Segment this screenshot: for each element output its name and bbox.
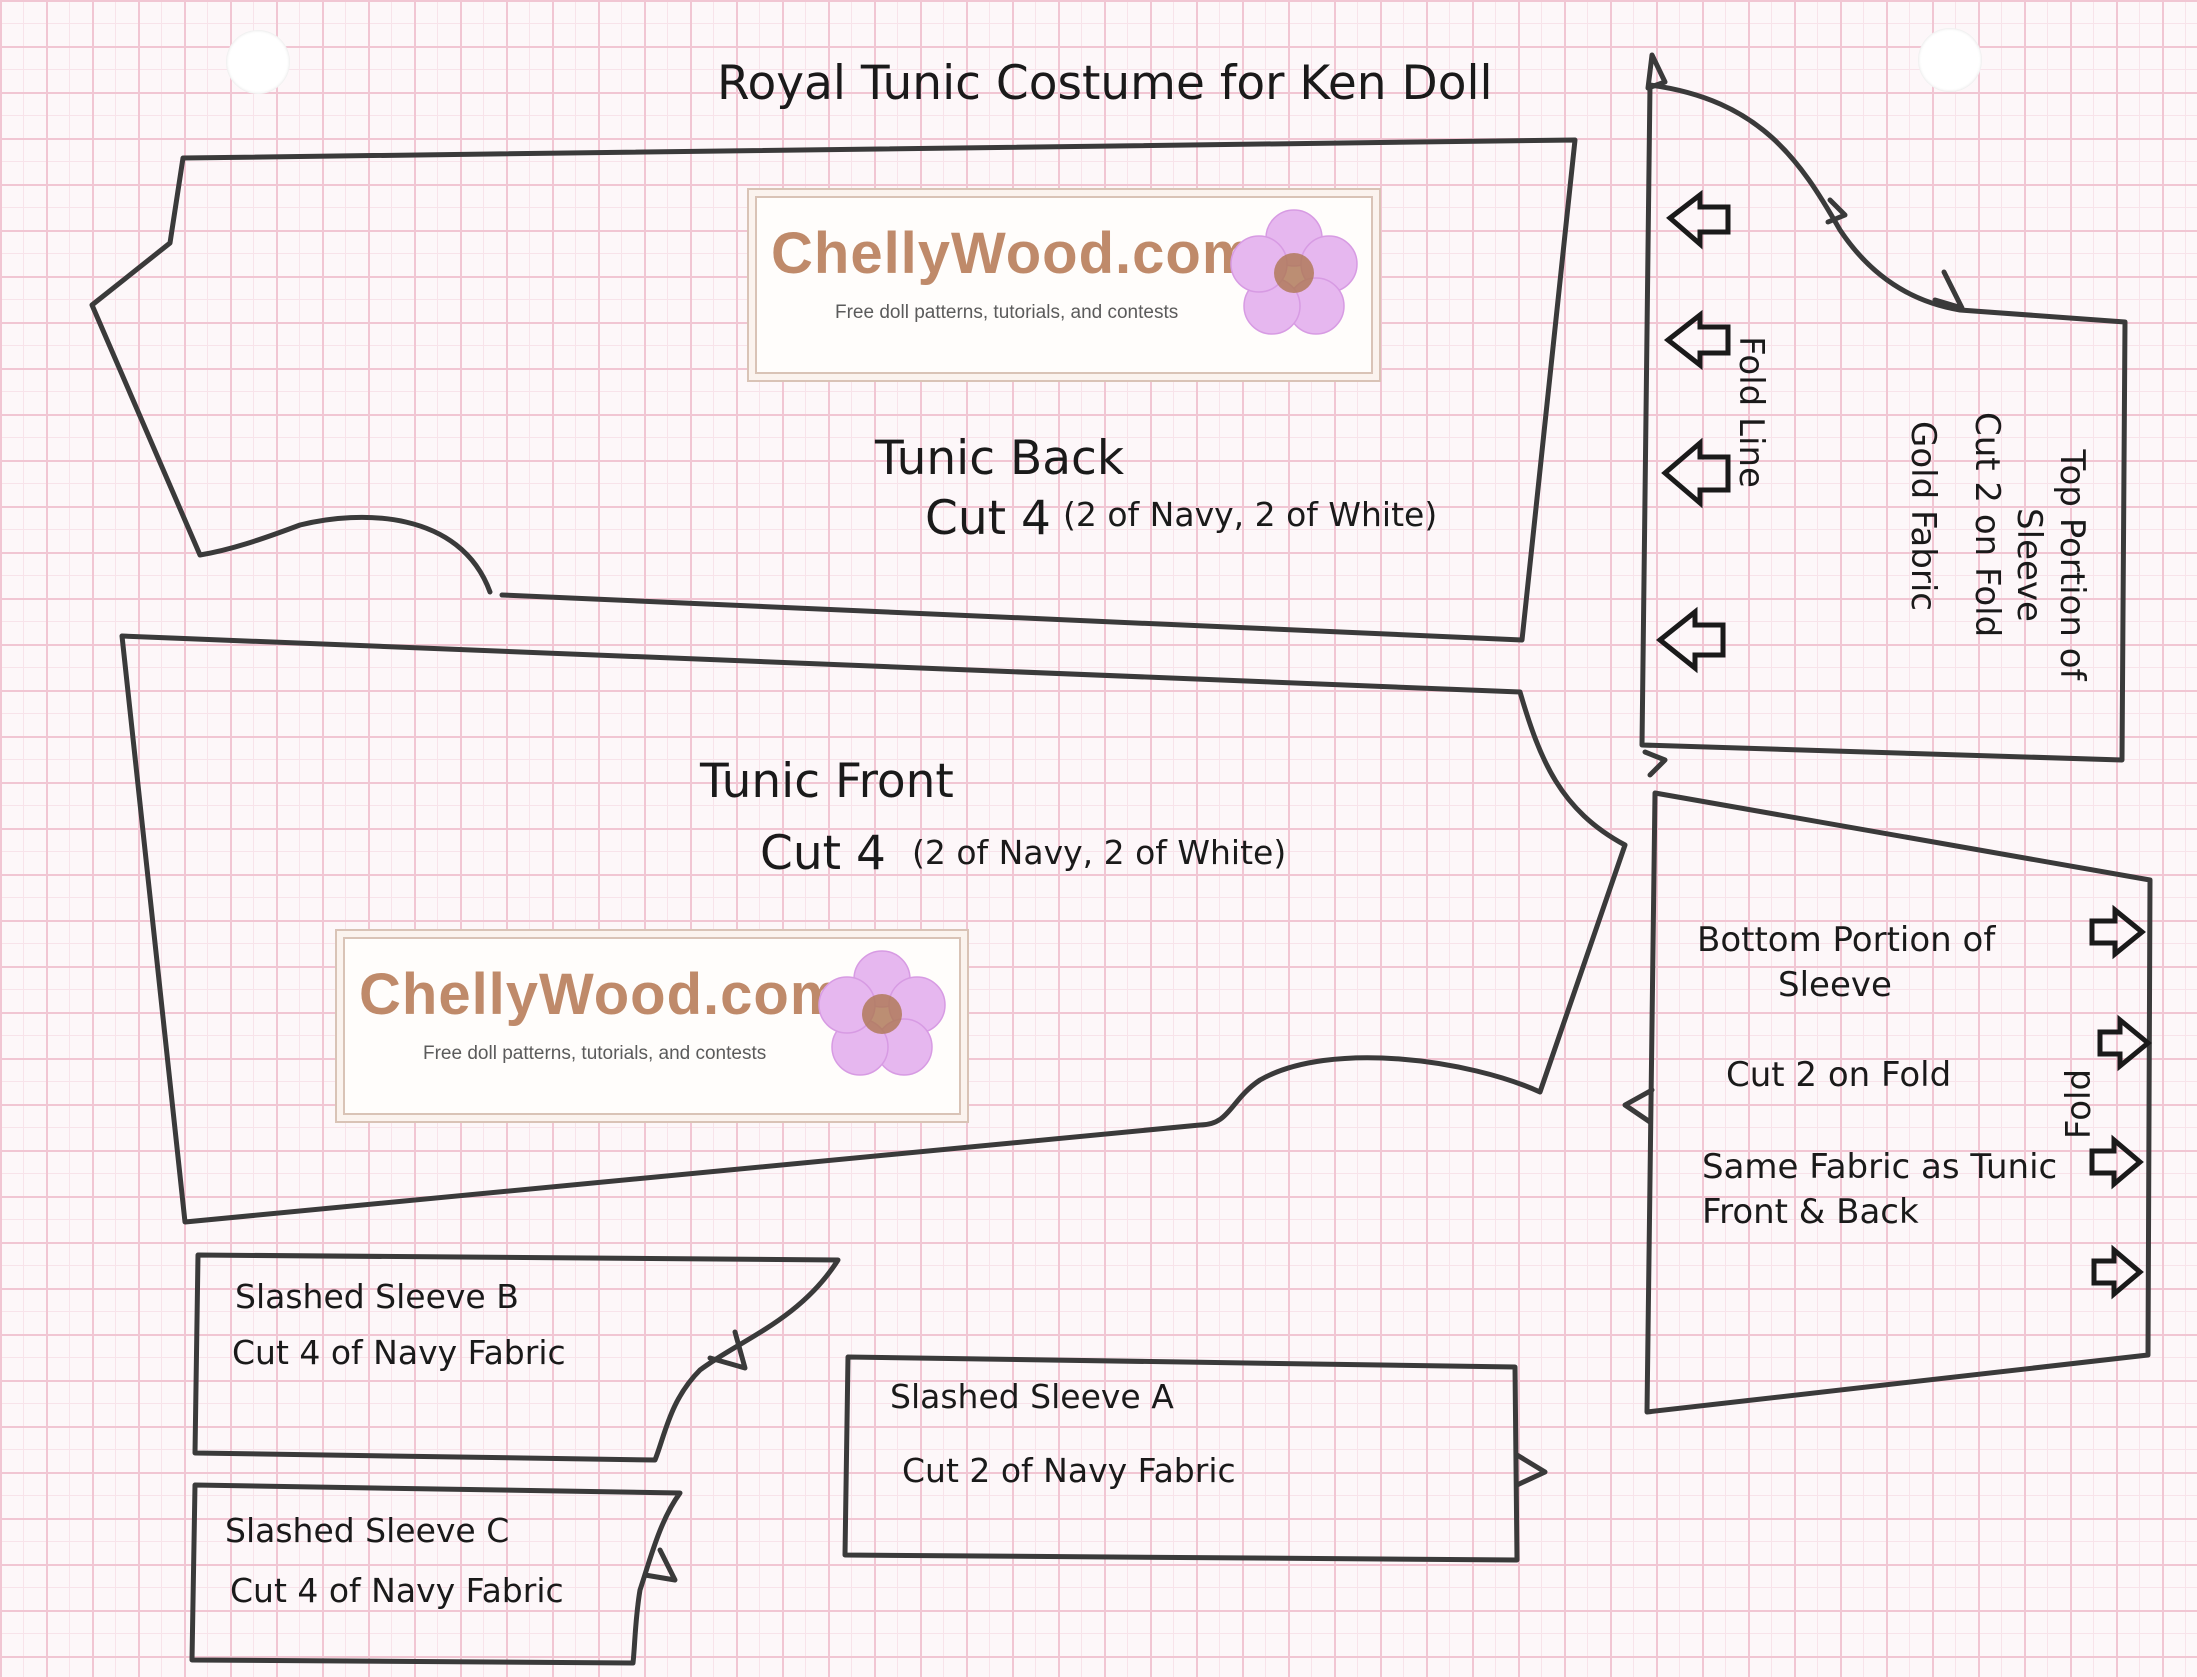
- bottom-sleeve-name-1: Bottom Portion of: [1697, 920, 1996, 960]
- bottom-sleeve-notch: [1622, 1087, 1655, 1125]
- sleeve-a-outline: [842, 1354, 1520, 1563]
- flower-icon: [1230, 209, 1358, 335]
- sleeve-c-cut: Cut 4 of Navy Fabric: [230, 1571, 564, 1610]
- sleeve-c-notch: [642, 1547, 678, 1583]
- top-sleeve-fabric: Gold Fabric: [1903, 421, 1943, 611]
- tunic-front-cut: Cut 4: [760, 826, 886, 881]
- bottom-sleeve-fabric-2: Front & Back: [1702, 1192, 1919, 1232]
- logo-banner-top: ChellyWood.com Free doll patterns, tutor…: [755, 196, 1373, 374]
- top-sleeve-notch-4: [1642, 749, 1668, 778]
- fold-arrow-right-4: [2091, 1244, 2144, 1300]
- sleeve-b-notch: [707, 1329, 748, 1371]
- flower-icon: [818, 950, 946, 1076]
- tunic-back-note: (2 of Navy, 2 of White): [1063, 495, 1438, 534]
- top-sleeve-outline: [1639, 82, 2128, 763]
- bottom-sleeve-fold-label: Fold: [2059, 1068, 2099, 1140]
- sleeve-b-outline: [192, 1252, 841, 1463]
- tunic-front-name: Tunic Front: [700, 754, 954, 809]
- bottom-sleeve-fabric-1: Same Fabric as Tunic: [1702, 1147, 2058, 1187]
- top-sleeve-fold-label: Fold Line: [1731, 336, 1771, 488]
- fold-arrow-right-1: [2089, 904, 2146, 960]
- sleeve-b-cut: Cut 4 of Navy Fabric: [232, 1333, 566, 1372]
- sleeve-a-name: Slashed Sleeve A: [890, 1377, 1174, 1416]
- top-sleeve-cut: Cut 2 on Fold: [1967, 412, 2007, 638]
- fold-arrow-right-2: [2097, 1014, 2152, 1072]
- bottom-sleeve-cut: Cut 2 on Fold: [1726, 1055, 1952, 1095]
- logo-tagline: Free doll patterns, tutorials, and conte…: [423, 1043, 767, 1064]
- bottom-sleeve-outline: [1644, 790, 2153, 1415]
- sleeve-a-cut: Cut 2 of Navy Fabric: [902, 1451, 1236, 1490]
- fold-arrow-left-1: [1666, 189, 1731, 250]
- fold-arrow-left-3: [1661, 437, 1731, 509]
- top-sleeve-notch-2: [1825, 197, 1848, 225]
- fold-arrow-right-3: [2089, 1134, 2144, 1190]
- page-title: Royal Tunic Costume for Ken Doll: [717, 56, 1493, 111]
- tunic-front-note: (2 of Navy, 2 of White): [912, 833, 1287, 872]
- logo-banner-middle: ChellyWood.com Free doll patterns, tutor…: [343, 937, 961, 1115]
- bottom-sleeve-name-2: Sleeve: [1778, 965, 1892, 1005]
- sleeve-b-name: Slashed Sleeve B: [235, 1277, 519, 1316]
- top-sleeve-name: Top Portion of Sleeve: [2009, 449, 2093, 681]
- logo-tagline: Free doll patterns, tutorials, and conte…: [835, 302, 1179, 323]
- fold-arrow-left-4: [1655, 606, 1726, 674]
- tunic-front-outline: [119, 633, 1628, 1225]
- tunic-back-name: Tunic Back: [875, 431, 1125, 486]
- binder-hole-left: [226, 30, 290, 94]
- top-sleeve-notch-3: [1932, 269, 1965, 311]
- logo-brand: ChellyWood.com: [771, 221, 1255, 286]
- fold-arrow-left-2: [1663, 309, 1731, 371]
- logo-brand: ChellyWood.com: [359, 962, 843, 1027]
- tunic-back-cut: Cut 4: [925, 491, 1051, 546]
- top-sleeve-notch-1: [1645, 52, 1668, 91]
- tunic-back-outline: [89, 137, 1578, 643]
- sleeve-c-name: Slashed Sleeve C: [225, 1511, 510, 1550]
- binder-hole-right: [1918, 28, 1982, 92]
- sleeve-a-notch: [1514, 1452, 1548, 1488]
- sleeve-c-outline: [189, 1482, 683, 1666]
